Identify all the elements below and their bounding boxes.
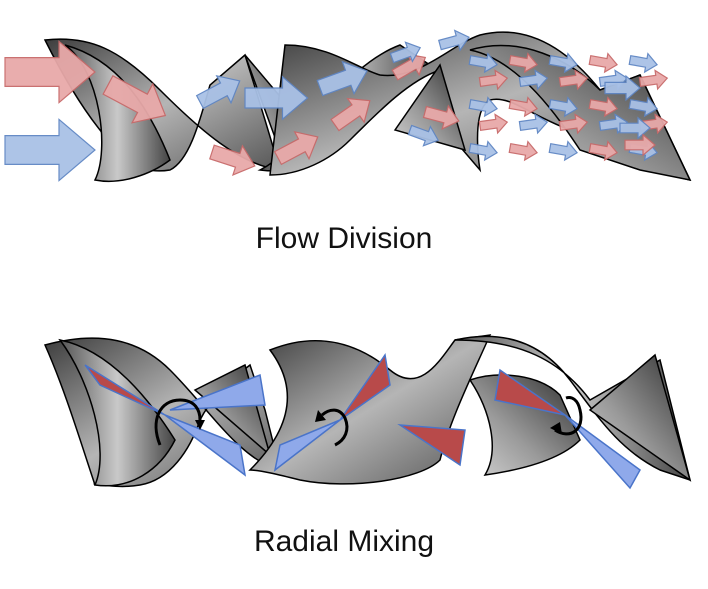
radial-mixing-title: Radial Mixing — [253, 525, 435, 558]
blue-flow-arrow-icon — [627, 50, 660, 75]
rotation-arrow-icon — [154, 398, 202, 446]
rotation-arrow-icon — [554, 396, 583, 436]
rotation-arrow-icon — [321, 408, 349, 447]
radial-mixing-wedges — [84, 353, 641, 490]
blue-flow-arrow-icon — [4, 118, 96, 182]
blue-wedge — [564, 414, 641, 490]
red-wedge — [397, 424, 466, 467]
blue-wedge — [164, 414, 247, 477]
flow-division-title: Flow Division — [255, 222, 433, 255]
rotation-arrows — [154, 396, 583, 447]
mixer-element-radial-mixing — [43, 334, 692, 488]
pink-flow-arrow-icon — [507, 138, 540, 163]
pink-flow-arrow-icon — [478, 112, 510, 136]
red-wedge — [84, 364, 166, 416]
red-wedge — [494, 368, 566, 416]
blue-wedge — [273, 419, 341, 472]
pink-flow-arrow-icon — [587, 50, 620, 75]
blue-wedge — [169, 373, 266, 411]
red-wedge — [339, 353, 391, 421]
